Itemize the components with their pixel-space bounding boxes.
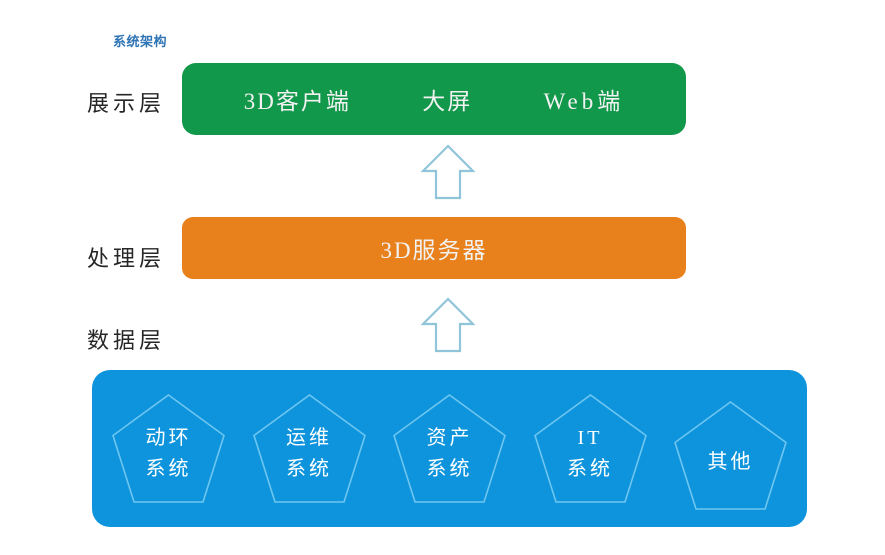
pentagon-node-operations: 运维 系统 xyxy=(251,392,368,506)
presentation-layer-bar: 3D客户端 大屏 Web端 xyxy=(182,63,686,135)
pentagon-label-line1: 运维 xyxy=(286,426,332,449)
pentagon-label-line1: 动环 xyxy=(145,426,192,449)
layer-label-presentation: 展示层 xyxy=(87,91,166,116)
processing-layer-bar: 3D服务器 xyxy=(182,217,686,279)
pentagon-label-it: IT 系统 xyxy=(532,392,649,506)
arrow-up-icon-upper xyxy=(420,144,476,200)
layer-label-data: 数据层 xyxy=(87,328,166,353)
pentagon-label-operations: 运维 系统 xyxy=(251,392,368,506)
page-title: 系统架构 xyxy=(113,34,168,49)
arrow-up-icon-lower xyxy=(420,297,476,353)
pentagon-node-assets: 资产 系统 xyxy=(391,392,508,506)
pentagon-label-line1: 资产 xyxy=(426,426,473,449)
presentation-item-large-screen: 大屏 xyxy=(422,89,473,114)
pentagon-label-assets: 资产 系统 xyxy=(391,392,508,506)
presentation-item-3d-client: 3D客户端 xyxy=(243,89,351,114)
presentation-item-web: Web端 xyxy=(543,89,625,114)
pentagon-node-other: 其他 xyxy=(672,399,789,513)
pentagon-label-line2: 系统 xyxy=(426,457,473,480)
pentagon-node-it: IT 系统 xyxy=(532,392,649,506)
pentagon-label-line1: IT xyxy=(577,426,603,449)
pentagon-label-dynamic-environment: 动环 系统 xyxy=(110,392,227,506)
processing-item-3d-server: 3D服务器 xyxy=(380,238,488,263)
pentagon-label-line1: 其他 xyxy=(707,451,754,473)
pentagon-label-line2: 系统 xyxy=(145,457,192,480)
data-layer-bar: 动环 系统 运维 系统 资产 系统 xyxy=(92,370,807,527)
layer-label-processing: 处理层 xyxy=(87,246,166,271)
pentagon-label-line2: 系统 xyxy=(286,457,332,480)
pentagon-label-other: 其他 xyxy=(672,399,789,513)
pentagon-node-dynamic-environment: 动环 系统 xyxy=(110,392,227,506)
pentagon-label-line2: 系统 xyxy=(567,457,613,480)
